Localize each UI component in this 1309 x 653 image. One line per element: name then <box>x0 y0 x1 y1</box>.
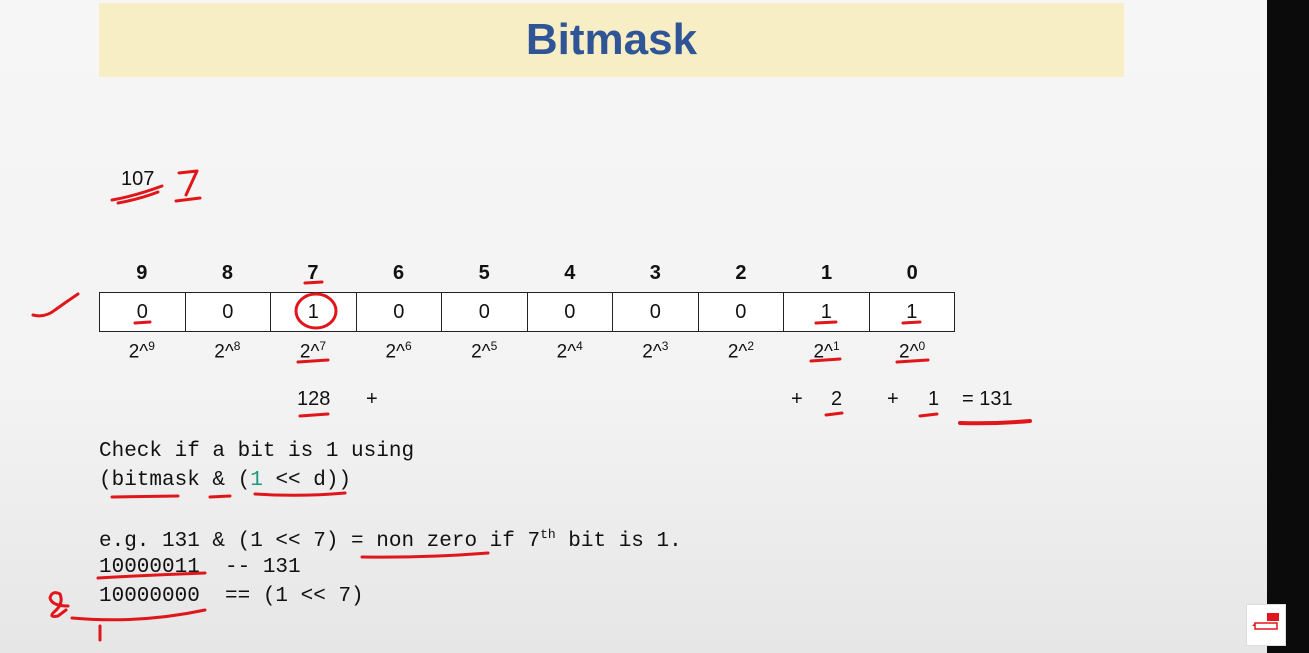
ink-underline-1 <box>918 412 939 418</box>
ink-underline-bitmask <box>110 494 180 499</box>
power-label: 2^6 <box>385 339 412 363</box>
bit-index: 4 <box>564 262 576 284</box>
bit-cell: 1 <box>906 300 918 323</box>
sum-plus: + <box>366 388 378 410</box>
video-side-bar <box>1267 0 1309 653</box>
bit-cell: 0 <box>699 293 784 331</box>
bit-cell: 0 <box>442 293 528 331</box>
bit-index: 1 <box>820 262 833 284</box>
ink-underline-107b <box>116 190 160 205</box>
bit-cell: 0 <box>613 293 699 331</box>
ink-underline-128 <box>298 412 330 418</box>
power-label: 2^7 <box>299 339 327 363</box>
sum-term-1: 1 <box>928 388 940 410</box>
ink-seven <box>177 169 199 197</box>
bit-cell: 1 <box>271 293 357 331</box>
bit-index: 3 <box>649 262 661 284</box>
example-number: 107 <box>121 168 155 190</box>
power-label: 2^2 <box>727 339 755 363</box>
bit-cell: 0 <box>100 293 186 331</box>
check-line-1: Check if a bit is 1 using <box>99 440 415 463</box>
title-band: Bitmask <box>99 3 1124 77</box>
bit-index: 6 <box>393 262 405 284</box>
sum-plus: + <box>791 388 803 410</box>
power-label: 2^0 <box>899 339 926 363</box>
ink-underline-nonzero <box>360 551 490 559</box>
bit-index: 9 <box>136 262 148 284</box>
sum-plus: + <box>887 388 899 410</box>
sum-term-2: 2 <box>831 388 843 410</box>
power-label: 2^3 <box>642 339 669 363</box>
bit-index: 0 <box>906 262 918 284</box>
example-line-3: 10000000 == (1 << 7) <box>99 585 364 608</box>
bit-cell: 1 <box>784 293 870 331</box>
check-line-2: (bitmask & (1 << d)) <box>99 469 352 492</box>
ink-underline-shift <box>253 491 347 497</box>
power-label: 2^9 <box>128 339 155 363</box>
power-label: 2^4 <box>556 339 583 363</box>
ink-seven-underline <box>174 196 202 203</box>
bit-index: 2 <box>735 262 747 284</box>
sum-result: = 131 <box>962 388 1013 410</box>
bit-cell: 0 <box>528 293 613 331</box>
ink-underline-10000000 <box>70 608 207 622</box>
ink-and-sign <box>48 591 70 618</box>
bit-cell: 0 <box>186 293 271 331</box>
power-row: 2^9 2^8 2^7 2^6 2^5 2^4 2^3 2^2 2^1 2^0 <box>99 339 955 363</box>
ink-underline-131 <box>958 419 1032 426</box>
power-label: 2^1 <box>813 339 840 363</box>
logo-icon <box>1252 613 1279 630</box>
power-label: 2^8 <box>214 339 241 363</box>
bit-index: 8 <box>221 262 233 284</box>
channel-logo <box>1246 604 1286 646</box>
power-label: 2^5 <box>471 339 498 363</box>
bit-index-row: 9 8 7 6 5 4 3 2 1 0 <box>99 262 955 285</box>
bit-index: 7 <box>307 262 319 284</box>
ink-underline-amp <box>208 494 232 499</box>
bit-cell: 0 <box>357 293 442 331</box>
slide-title: Bitmask <box>525 15 698 64</box>
bit-array-box: 0 0 1 0 0 0 0 0 1 1 <box>99 292 955 332</box>
ink-underline-2 <box>824 411 844 417</box>
example-line-2: 10000011 -- 131 <box>99 556 301 579</box>
example-line-1: e.g. 131 & (1 << 7) = non zero if 7th bi… <box>99 527 682 553</box>
ink-check-mark <box>31 292 80 318</box>
sum-term-128: 128 <box>297 388 331 410</box>
bit-index: 5 <box>478 262 490 284</box>
